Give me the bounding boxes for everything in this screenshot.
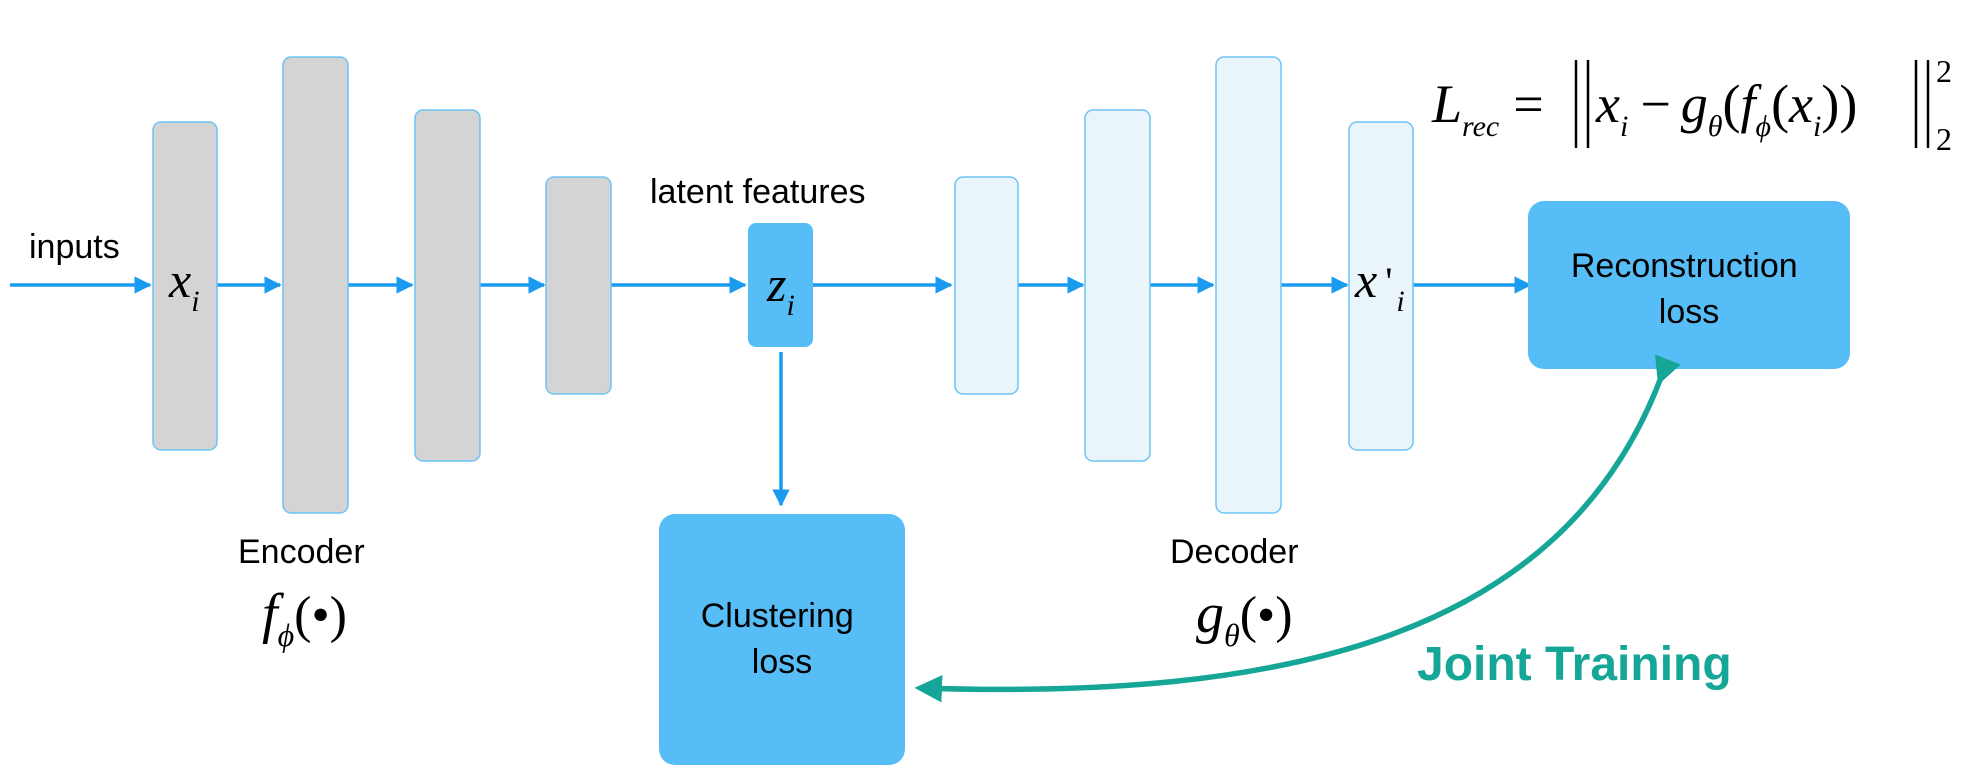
latent-node <box>748 223 813 347</box>
x-prime-i-label: x'i <box>1354 252 1405 318</box>
encoder-layer-4 <box>545 176 612 395</box>
reconstruction-loss-box <box>1528 201 1850 369</box>
encoder-layer-3 <box>414 109 481 462</box>
reconstruction-loss-label: Reconstruction loss <box>1571 247 1807 331</box>
joint-training-label: Joint Training <box>1417 638 1732 691</box>
inputs-label: inputs <box>29 228 120 266</box>
svg-text:xi−gθ(fϕ(xi)): xi−gθ(fϕ(xi)) <box>1595 74 1857 143</box>
z-i-label: zi <box>766 256 795 322</box>
norm-subscript: 2 <box>1936 121 1952 157</box>
decoder-function-label: gθ(•) <box>1196 583 1293 653</box>
decoder-label: Decoder <box>1170 533 1299 571</box>
encoder-layer-1 <box>152 121 218 451</box>
x-i-label: xi <box>168 252 200 318</box>
flow-arrows <box>10 276 1532 507</box>
clustering-loss-label: Clustering loss <box>701 597 864 681</box>
clustering-loss-box <box>659 514 905 765</box>
decoder-layer-2 <box>1084 109 1151 462</box>
svg-text:Lrec=: Lrec= <box>1431 74 1544 143</box>
decoder-layer-1 <box>954 176 1019 395</box>
joint-training-arrow <box>914 354 1681 703</box>
encoder-layers <box>152 56 612 514</box>
reconstruction-loss-formula: Lrec= xi−gθ(fϕ(xi)) 2 2 <box>1431 53 1952 157</box>
encoder-label: Encoder <box>238 533 365 571</box>
encoder-layer-2 <box>282 56 349 514</box>
decoder-layer-3 <box>1215 56 1282 514</box>
latent-features-label: latent features <box>650 173 865 211</box>
norm-superscript: 2 <box>1936 53 1952 89</box>
encoder-function-label: fϕ(•) <box>262 583 347 653</box>
